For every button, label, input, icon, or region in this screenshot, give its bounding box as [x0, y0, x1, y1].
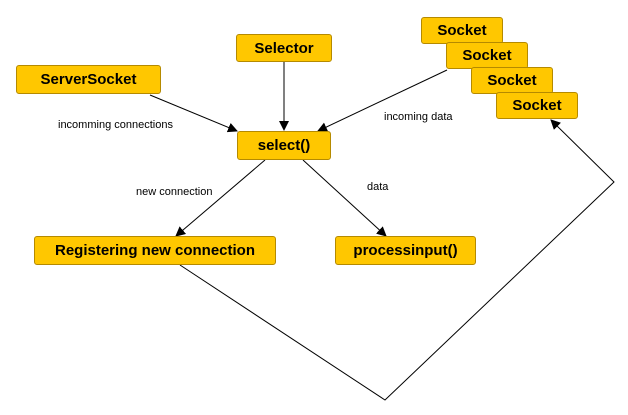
label-new-connection: new connection	[136, 186, 213, 198]
socket-node-2: Socket	[446, 42, 528, 69]
edge-sockets-to-select	[317, 69, 448, 132]
edge-serversocket-to-select	[149, 94, 238, 133]
edge-select-to-process	[302, 159, 387, 237]
socket-node-4: Socket	[496, 92, 578, 119]
label-incoming-data: incoming data	[384, 111, 453, 123]
label-data: data	[367, 181, 389, 193]
socket-node-3: Socket	[471, 67, 553, 94]
register-node: Registering new connection	[34, 236, 276, 265]
process-input-node: processinput()	[335, 236, 476, 265]
label-incomming-connections: incomming connections	[58, 119, 173, 131]
select-node: select()	[237, 131, 331, 160]
selector-node: Selector	[236, 34, 332, 62]
server-socket-node: ServerSocket	[16, 65, 161, 94]
socket-node-1: Socket	[421, 17, 503, 44]
edge-register-to-socket	[179, 119, 615, 401]
edge-select-to-register	[175, 159, 266, 237]
